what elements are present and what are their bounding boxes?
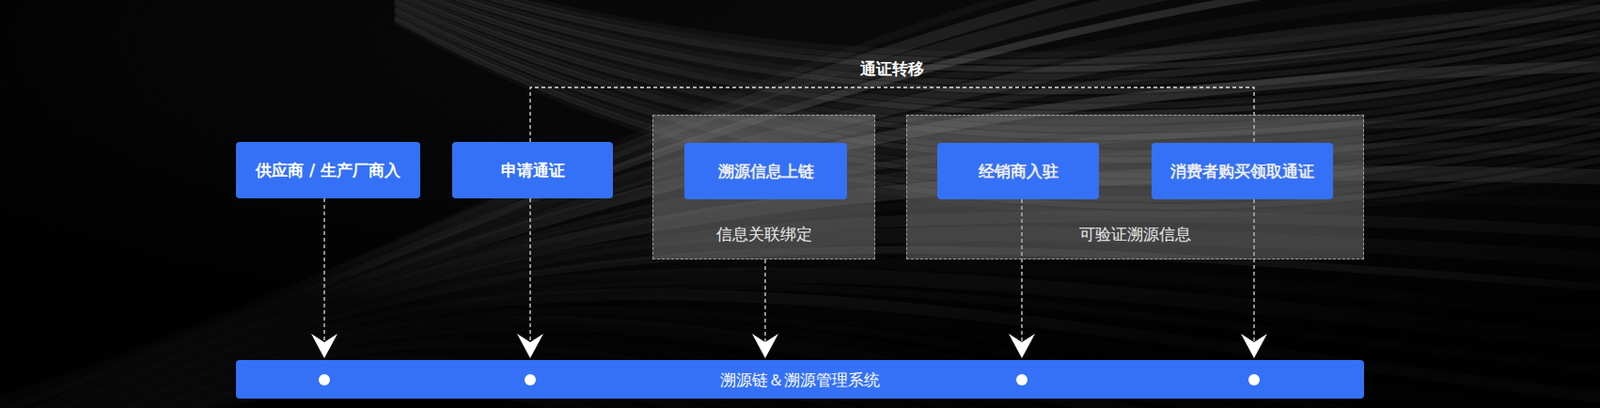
group-panel: 可验证溯源信息 经销商入驻 消费者购买领取通证: [906, 114, 1365, 260]
process-box: 供应商 / 生产厂商入: [235, 141, 421, 199]
edge-label: 通证转移: [860, 57, 925, 80]
box-label: 供应商 / 生产厂商入: [255, 158, 401, 182]
dashed-connector: [752, 259, 779, 359]
process-box: 经销商入驻: [937, 142, 1099, 200]
process-box: 消费者购买领取通证: [1151, 142, 1334, 200]
dashed-connector: [311, 198, 338, 359]
edge-label-holder: 通证转移: [860, 57, 925, 80]
group-panel: 信息关联绑定溯源信息上链: [652, 114, 876, 260]
group-label: 信息关联绑定: [716, 222, 813, 246]
group-label: 可验证溯源信息: [1079, 222, 1192, 246]
bar-label: 溯源链＆溯源管理系统: [720, 368, 880, 392]
dashed-connector: [517, 198, 544, 359]
system-bar: 溯源链＆溯源管理系统: [235, 360, 1365, 399]
arrow-head: [752, 333, 779, 359]
box-label: 溯源信息上链: [718, 159, 815, 183]
bar-dot: [1016, 374, 1028, 386]
process-box: 申请通证: [452, 141, 613, 199]
arrow-head: [517, 333, 544, 359]
box-label: 消费者购买领取通证: [1170, 159, 1315, 183]
bar-dot: [524, 374, 536, 386]
connector-line: [764, 259, 766, 344]
connector-line: [323, 198, 325, 344]
arrow-head: [311, 333, 338, 359]
bar-dot: [318, 374, 330, 386]
bar-dot: [1248, 374, 1260, 386]
box-label: 经销商入驻: [978, 159, 1059, 183]
process-box: 溯源信息上链: [684, 142, 848, 200]
arrow-head: [1240, 333, 1268, 359]
arrow-head: [1008, 333, 1036, 359]
connector-line: [529, 198, 531, 344]
box-label: 申请通证: [501, 158, 565, 182]
